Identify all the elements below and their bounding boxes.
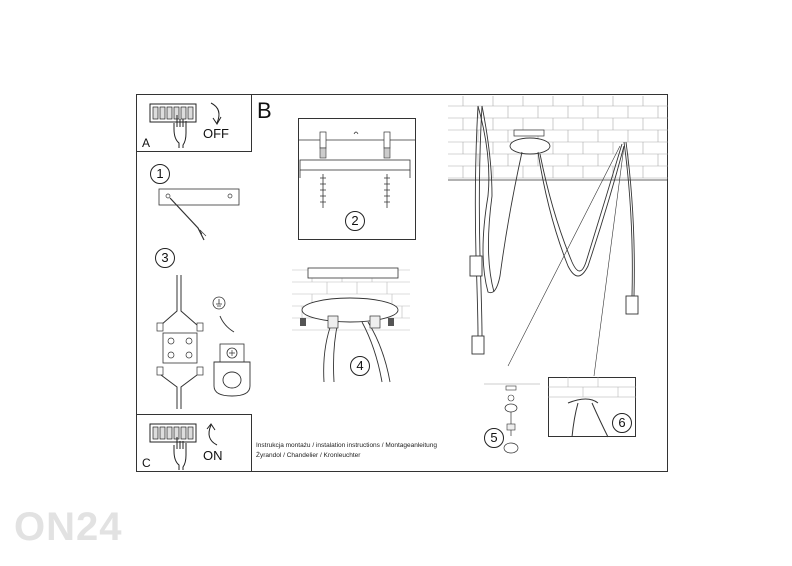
panel-a-letter: A bbox=[142, 136, 151, 150]
step-6-number: 6 bbox=[612, 413, 632, 433]
instruction-sheet bbox=[136, 94, 668, 472]
step-2-ceiling-bracket bbox=[298, 131, 416, 208]
step-5-number: 5 bbox=[484, 428, 504, 448]
step-1-mounting-plate bbox=[158, 188, 240, 241]
step-5-cable-gland bbox=[484, 383, 540, 454]
fuse-box-icon bbox=[149, 423, 197, 443]
step-6-cable-hook bbox=[548, 377, 636, 438]
installed-chandelier-illustration bbox=[448, 96, 668, 377]
caption-line-1: Instrukcja montażu / instalation instruc… bbox=[256, 442, 438, 449]
step-1-number: 1 bbox=[150, 164, 170, 184]
step-4-canopy-install bbox=[292, 267, 410, 383]
screw-icon bbox=[165, 193, 171, 199]
on-label: ON bbox=[203, 448, 223, 463]
step-4-number: 4 bbox=[350, 356, 370, 376]
panel-c-switch-on: ON C bbox=[136, 414, 252, 472]
screw-icon bbox=[320, 174, 326, 208]
watermark-logo: ON24 bbox=[14, 505, 123, 549]
step-3-ground-connector bbox=[213, 315, 251, 397]
caption-line-2: Żyrandol / Chandelier / Kronleuchter bbox=[256, 452, 361, 459]
off-label: OFF bbox=[203, 126, 229, 141]
arrow-icon bbox=[210, 102, 222, 125]
arrow-icon bbox=[206, 423, 218, 446]
step-2-number: 2 bbox=[345, 211, 365, 231]
hand-icon bbox=[173, 115, 187, 148]
pendant-lamp-icon bbox=[469, 255, 639, 355]
panel-b-letter: B bbox=[257, 98, 272, 123]
hand-icon bbox=[173, 437, 187, 470]
panel-c-letter: C bbox=[142, 456, 151, 470]
step-3-number: 3 bbox=[155, 248, 175, 268]
panel-a-switch-off: OFF A bbox=[136, 94, 252, 152]
step-3-terminal-block bbox=[156, 275, 204, 409]
ground-symbol-icon bbox=[212, 296, 226, 310]
